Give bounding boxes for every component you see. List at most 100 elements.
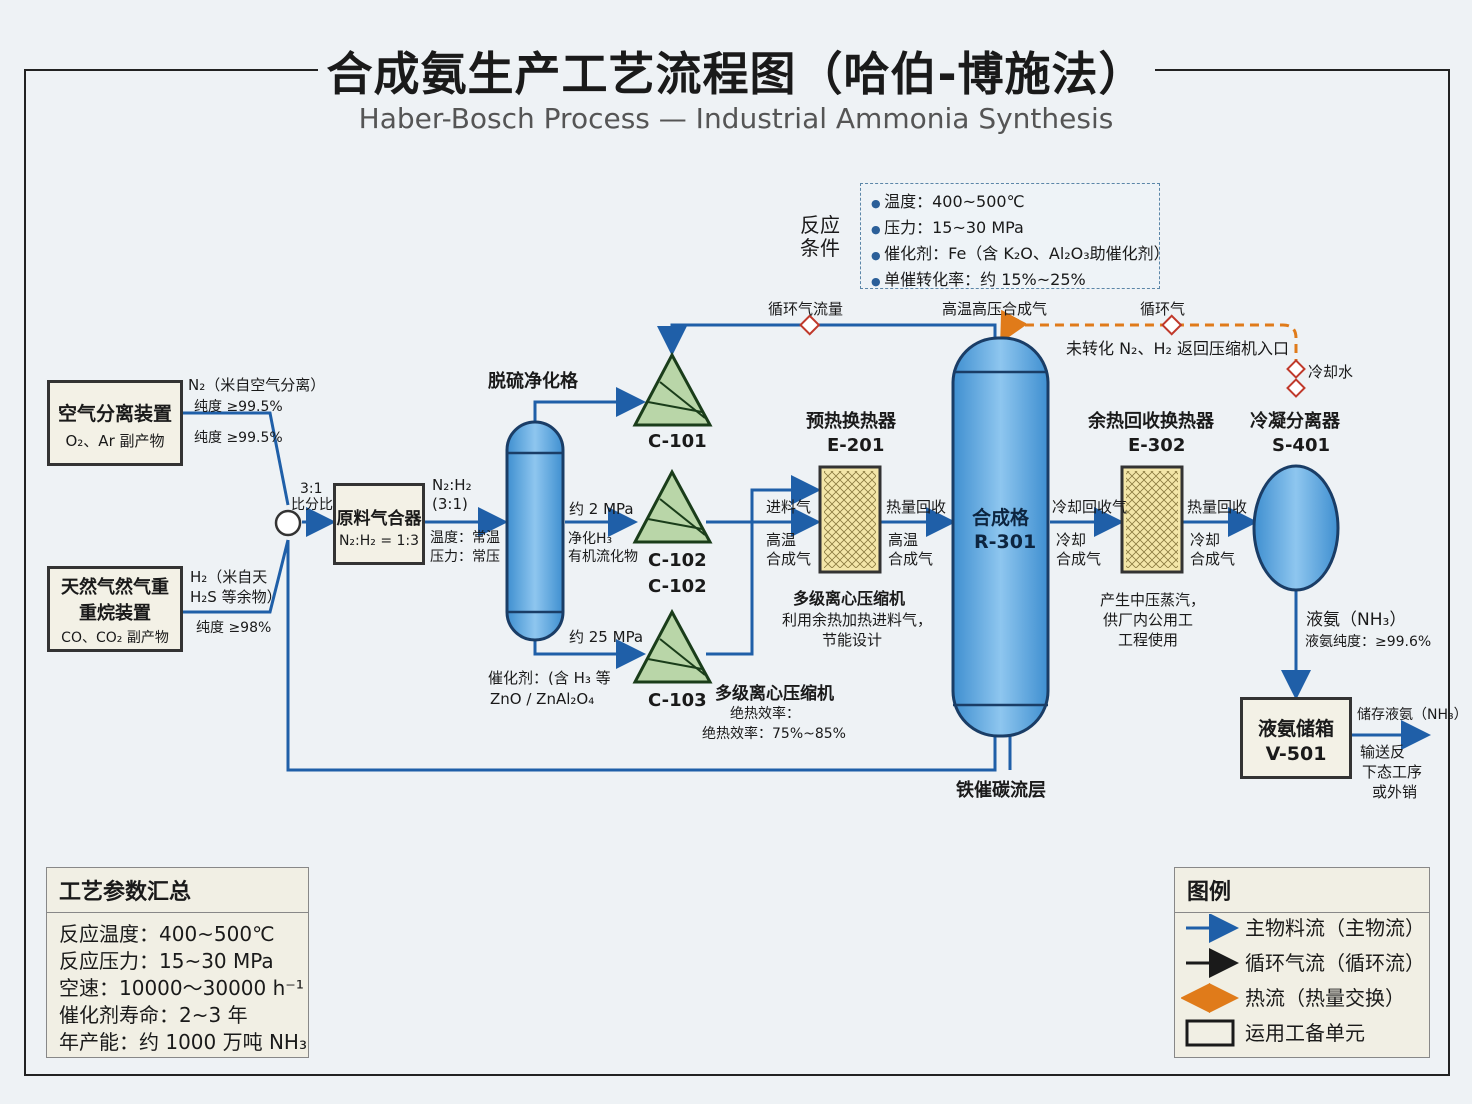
condition-conversion: 单催转化率：约 15%~25% <box>871 268 1149 294</box>
e302-in2-2: 合成气 <box>1056 550 1102 568</box>
param-row: 反应温度：400~500℃ <box>59 922 275 946</box>
e302-in1: 冷却回收气 <box>1052 498 1128 516</box>
e201-in2-1: 高温 <box>766 531 797 549</box>
heat-recycle-line <box>1000 309 1298 368</box>
conditions-label-2: 条件 <box>800 236 840 260</box>
conditions-box: 温度：400~500℃ 压力：15~30 MPa 催化剂：Fe（含 K₂O、Al… <box>860 183 1170 289</box>
ratio-label-1: 3:1 <box>300 481 323 497</box>
s401-purity: 液氨纯度：≥99.6% <box>1305 634 1432 650</box>
e302-out2-1: 冷却 <box>1190 531 1221 549</box>
legend-header: 图例 <box>1175 868 1429 913</box>
e302-tag: E-302 <box>1128 435 1186 456</box>
separator-s401 <box>1252 464 1340 592</box>
c103-tag: C-103 <box>648 690 707 711</box>
params-header: 工艺参数汇总 <box>47 868 308 913</box>
recycle-gas-label: 循环气 <box>1140 300 1186 318</box>
desulf-tower <box>505 420 565 642</box>
n2-flow-line <box>182 411 290 506</box>
e201-note-2: 节能设计 <box>822 631 883 649</box>
mixer-name: 原料气合器 <box>336 509 422 529</box>
desulf-to-c101-line <box>533 387 646 422</box>
ngr-name-1: 天然气然气重 <box>61 577 169 598</box>
v501-dest-3: 或外销 <box>1372 783 1418 801</box>
condition-catalyst: 催化剂：Fe（含 K₂O、Al₂O₃助催化剂） <box>871 242 1170 268</box>
multistage-name: 多级离心压缩机 <box>715 684 834 704</box>
v501-dest-1: 输送反 <box>1360 743 1406 761</box>
e201-tag: E-201 <box>827 435 885 456</box>
h2-flow-line <box>182 539 290 614</box>
legend-heat-flow: 热流（热量交换） <box>1245 986 1405 1010</box>
e201-name: 预热换热器 <box>806 411 896 432</box>
unconverted-label: 未转化 N₂、H₂ 返回压缩机入口 <box>1066 339 1290 358</box>
ngr-name-2: 重烷装置 <box>79 603 151 624</box>
purify-p1: 约 2 MPa <box>569 500 634 518</box>
exchanger-e201 <box>818 465 882 574</box>
valve-recycle-gas <box>1161 314 1183 336</box>
e201-in1: 进料气 <box>766 498 812 516</box>
page-title: 合成氨生产工艺流程图（哈伯-博施法） <box>326 47 1146 101</box>
multistage-eff-1: 绝热效率： <box>730 706 800 722</box>
e201-note-title: 多级离心压缩机 <box>793 589 906 608</box>
n2-label: N₂（米自空气分离） <box>188 376 326 394</box>
cooling-water-label: 冷却水 <box>1308 363 1354 381</box>
n2-purity-1: 纯度 ≥99.5% <box>194 399 283 415</box>
compressor-c101 <box>632 351 713 427</box>
c102-tag-a: C-102 <box>648 550 707 571</box>
ratio-label-2: 比分比 <box>291 497 333 513</box>
param-row: 反应压力：15~30 MPa <box>59 949 274 973</box>
mixer-ratio: N₂:H₂ = 1:3 <box>338 533 420 549</box>
purify-p2-2: 有机流化物 <box>568 549 638 565</box>
legend-unit: 运用工备单元 <box>1245 1021 1365 1045</box>
desulf-name: 脱硫净化格 <box>488 371 578 392</box>
legend-main-flow: 主物料流（主物流） <box>1245 916 1425 940</box>
mix-out-pressure: 压力：常压 <box>430 549 500 565</box>
recycle-top-line <box>657 323 997 356</box>
legend-recycle-flow: 循环气流（循环流） <box>1245 951 1425 975</box>
reactor-r301 <box>951 336 1050 738</box>
c101-tag: C-101 <box>648 431 707 452</box>
c102-tag-b: C-102 <box>648 576 707 597</box>
params-panel: 工艺参数汇总 反应温度：400~500℃ 反应压力：15~30 MPa 空速：1… <box>46 867 309 1058</box>
desulf-to-c103-line <box>533 639 646 669</box>
e302-note-2: 供厂内公用工 <box>1103 611 1194 629</box>
v501-out: 储存液氨（NH₃） <box>1357 707 1468 723</box>
h2-label-2: H₂S 等余物） <box>190 588 282 606</box>
mix-out-temp: 温度：常温 <box>430 530 500 546</box>
frame-top-left <box>24 69 318 71</box>
purify-p2-1: 净化H₃ <box>568 531 613 547</box>
condition-temp: 温度：400~500℃ <box>871 190 1149 216</box>
desulf-catalyst-1: 催化剂：(含 H₃ 等 <box>488 669 611 687</box>
e302-note-3: 工程使用 <box>1118 631 1179 649</box>
asu-unit[interactable]: 空气分离装置 O₂、Ar 副产物 <box>47 380 183 466</box>
mix-out-ratio-2: (3:1) <box>432 495 468 513</box>
legend-panel: 图例 主物料流（主物流） 循环气流（循环流） 热流（热量交换） 运用工备单元 <box>1174 867 1430 1058</box>
page-subtitle: Haber-Bosch Process — Industrial Ammonia… <box>358 102 1114 135</box>
frame-top-right <box>1155 69 1450 71</box>
valve-recycle-flow <box>799 314 821 336</box>
e201-out2-2: 合成气 <box>888 550 934 568</box>
frame-right <box>1448 69 1450 1076</box>
valve-cooling-2 <box>1286 378 1306 398</box>
compressor-c103 <box>632 608 713 684</box>
mix-node <box>274 509 302 537</box>
valve-cooling-1 <box>1286 359 1306 379</box>
desulf-catalyst-2: ZnO / ZnAl₂O₄ <box>490 690 595 708</box>
h2-purity: 纯度 ≥98% <box>196 620 272 636</box>
v501-tag: V-501 <box>1265 743 1327 765</box>
mixer-unit[interactable]: 原料气合器 N₂:H₂ = 1:3 <box>333 483 425 565</box>
condition-pressure: 压力：15~30 MPa <box>871 216 1149 242</box>
recycle-flow-label: 循环气流量 <box>768 300 844 318</box>
ng-reformer-unit[interactable]: 天然气然气重 重烷装置 CO、CO₂ 副产物 <box>47 566 183 652</box>
bottom-return-line <box>286 540 1012 772</box>
param-row: 催化剂寿命：2~3 年 <box>59 1003 248 1027</box>
v501-unit[interactable]: 液氨储箱 V-501 <box>1240 697 1352 779</box>
r301-tag: R-301 <box>974 531 1037 553</box>
v501-dest-2: 下态工序 <box>1362 763 1423 781</box>
multistage-eff-2: 绝热效率：75%~85% <box>702 726 846 742</box>
asu-name: 空气分离装置 <box>57 403 172 425</box>
param-row: 空速：10000～30000 h⁻¹ <box>59 976 304 1000</box>
n2-purity-2: 纯度 ≥99.5% <box>194 430 283 446</box>
e302-note-1: 产生中压蒸汽， <box>1100 591 1206 609</box>
compressor-c102 <box>632 468 713 544</box>
